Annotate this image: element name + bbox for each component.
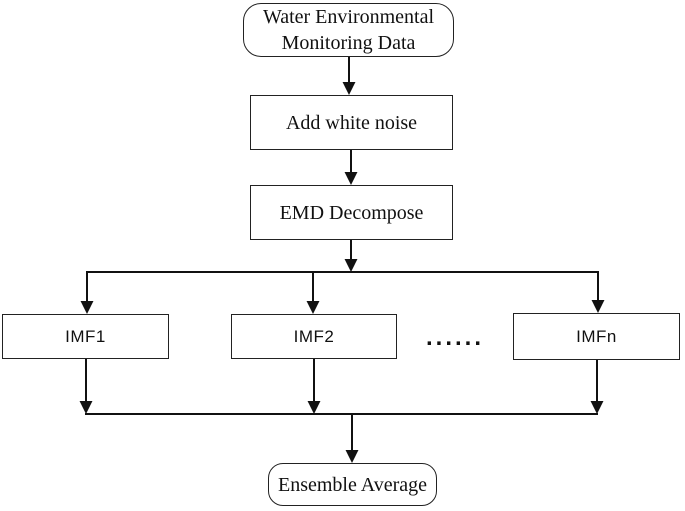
node-imfn: IMFn	[513, 313, 680, 360]
ellipsis-dots: ......	[425, 324, 484, 351]
node-add-white-noise: Add white noise	[250, 95, 453, 150]
node-ensemble-average: Ensemble Average	[268, 463, 437, 506]
node-imf1: IMF1	[2, 314, 169, 359]
node-water-environmental-monitoring-data: Water Environmental Monitoring Data	[243, 3, 454, 57]
node-imf2: IMF2	[231, 314, 397, 359]
node-emd-decompose: EMD Decompose	[250, 185, 453, 240]
